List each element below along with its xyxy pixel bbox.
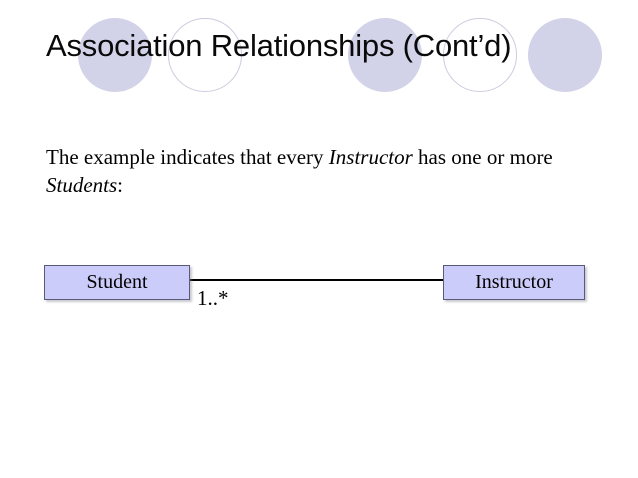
- uml-class-box-instructor[interactable]: Instructor: [443, 265, 585, 300]
- uml-association-line: [190, 279, 443, 281]
- slide-title: Association Relationships (Cont’d): [46, 28, 512, 63]
- body-segment-2: has one or more: [412, 145, 553, 169]
- body-segment-3: :: [117, 173, 124, 197]
- body-segment-1: The example indicates that every: [46, 145, 329, 169]
- body-term-instructor: Instructor: [328, 145, 413, 169]
- uml-multiplicity-label: 1..*: [197, 286, 229, 310]
- uml-class-box-student[interactable]: Student: [44, 265, 190, 300]
- uml-class-label-student: Student: [86, 271, 148, 293]
- body-paragraph: The example indicates that every Instruc…: [46, 143, 586, 199]
- body-term-students: Students: [46, 173, 118, 197]
- uml-class-label-instructor: Instructor: [475, 271, 553, 293]
